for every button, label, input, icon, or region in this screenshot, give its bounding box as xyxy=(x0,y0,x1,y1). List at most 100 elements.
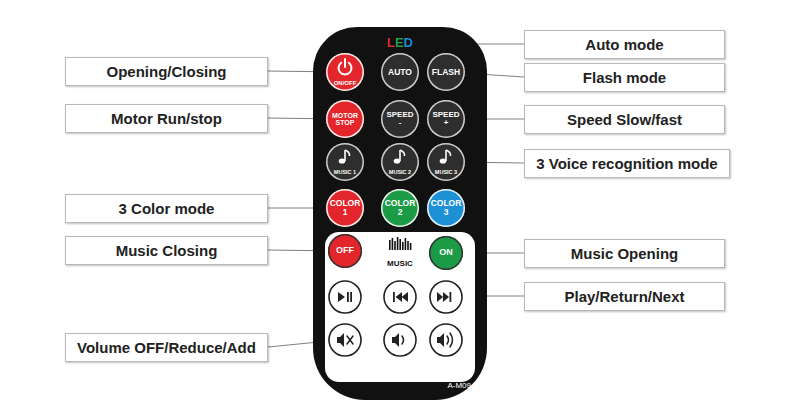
icon-part xyxy=(329,324,361,356)
icon-part xyxy=(446,150,451,156)
callout-label: Music Opening xyxy=(571,245,679,262)
icon-part xyxy=(402,336,404,344)
icon-part xyxy=(397,237,399,250)
color-button: COLOR 1 xyxy=(326,189,364,227)
callout-label: Auto mode xyxy=(585,36,663,53)
icon-part xyxy=(389,240,391,250)
button-label: COLOR 3 xyxy=(429,199,463,217)
callout-label: Music Closing xyxy=(116,242,218,259)
button-label: MUSIC 1 xyxy=(334,170,356,176)
callout-label: Opening/Closing xyxy=(107,63,227,80)
button-label: MUSIC 3 xyxy=(435,170,457,176)
mode-button: FLASH xyxy=(427,53,465,91)
button-label: MUSIC 2 xyxy=(389,170,411,176)
callout-label: Volume OFF/Reduce/Add xyxy=(77,339,256,356)
icon-part xyxy=(402,242,404,250)
motor-button: MOTOR STOP xyxy=(326,100,364,138)
model-label: A-M09 xyxy=(447,381,471,390)
icon-part xyxy=(350,292,352,302)
icon-part xyxy=(445,150,447,161)
icon-part xyxy=(405,238,407,250)
icon-part xyxy=(450,292,452,302)
panel-label: MUSIC xyxy=(387,259,413,268)
icon-part xyxy=(396,292,403,302)
callout-label: Motor Run/stop xyxy=(111,110,222,127)
music-button: MUSIC 2 xyxy=(381,143,419,181)
button-label: SPEED + xyxy=(431,111,461,128)
icon-part xyxy=(399,239,401,250)
icon-part xyxy=(437,333,444,347)
icon-part xyxy=(410,243,412,250)
icon-part xyxy=(399,150,401,161)
icon-part xyxy=(447,336,449,344)
button-label: ON xyxy=(439,248,453,257)
power-button: ON/OFF xyxy=(326,53,364,91)
button-label: OFF xyxy=(336,246,354,255)
transport-icons xyxy=(337,292,451,347)
callout-label: Flash mode xyxy=(583,69,666,86)
text-holder: LED xyxy=(313,33,487,51)
icon-part xyxy=(437,292,443,302)
icon-part xyxy=(400,150,405,156)
callout-box: Flash mode xyxy=(524,63,725,92)
callout-box: Volume OFF/Reduce/Add xyxy=(65,333,268,362)
music-on-button: ON xyxy=(429,236,463,270)
callout-box: Play/Return/Next xyxy=(524,282,725,311)
icon-part xyxy=(338,292,345,302)
button-label: COLOR 2 xyxy=(383,199,417,217)
callout-box: Speed Slow/fast xyxy=(524,105,725,134)
icon-part xyxy=(329,281,361,313)
callout-box: Auto mode xyxy=(524,30,725,59)
note-icon xyxy=(326,143,364,181)
color-button: COLOR 2 xyxy=(381,189,419,227)
button-label: MOTOR STOP xyxy=(329,112,361,127)
icon-part xyxy=(450,333,453,347)
icon-part xyxy=(337,333,344,347)
icon-part xyxy=(344,150,346,161)
remote-body: LED A-M09 ON/OFF AUTO FLASH MOTOR STOP SPEED … xyxy=(313,27,487,400)
icon-part xyxy=(347,292,349,302)
music-off-button: OFF xyxy=(328,234,362,268)
button-label: AUTO xyxy=(388,68,412,77)
icon-part xyxy=(402,292,409,302)
callout-box: Music Closing xyxy=(65,236,268,265)
icon-part xyxy=(344,59,346,67)
icon-part xyxy=(393,292,395,302)
icon-part xyxy=(347,336,353,344)
note-icon xyxy=(381,143,419,181)
equalizer-icon xyxy=(389,237,411,250)
music-panel: MUSIC OFF ON xyxy=(325,232,475,382)
icon-part xyxy=(347,336,353,344)
icon-part xyxy=(394,241,396,250)
callout-box: Motor Run/stop xyxy=(65,104,268,133)
icon-part xyxy=(430,281,462,313)
callout-label: 3 Color mode xyxy=(119,200,215,217)
icon-part xyxy=(443,292,449,302)
music-button: MUSIC 3 xyxy=(427,143,465,181)
brand-label: LED xyxy=(387,35,413,50)
icon-part xyxy=(430,324,462,356)
icon-part xyxy=(345,150,350,156)
music-button: MUSIC 1 xyxy=(326,143,364,181)
icon-part xyxy=(384,281,416,313)
callout-box: Music Opening xyxy=(524,239,725,268)
icon-part xyxy=(392,238,394,250)
callout-box: Opening/Closing xyxy=(65,57,268,86)
icon-part xyxy=(407,241,409,250)
volume-marks xyxy=(347,333,453,347)
button-label: COLOR 1 xyxy=(328,199,362,217)
color-button: COLOR 3 xyxy=(427,189,465,227)
button-label: FLASH xyxy=(432,68,460,77)
icon-part xyxy=(384,324,416,356)
transport-buttons xyxy=(329,281,462,356)
icon-part xyxy=(392,333,399,347)
button-label: ON/OFF xyxy=(334,80,357,86)
button-label: SPEED - xyxy=(385,111,415,128)
speed-button: SPEED - xyxy=(381,100,419,138)
callout-label: 3 Voice recognition mode xyxy=(536,155,717,172)
callout-label: Play/Return/Next xyxy=(564,288,684,305)
callout-box: 3 Color mode xyxy=(65,194,268,223)
callout-box: 3 Voice recognition mode xyxy=(524,149,730,178)
speed-button: SPEED + xyxy=(427,100,465,138)
